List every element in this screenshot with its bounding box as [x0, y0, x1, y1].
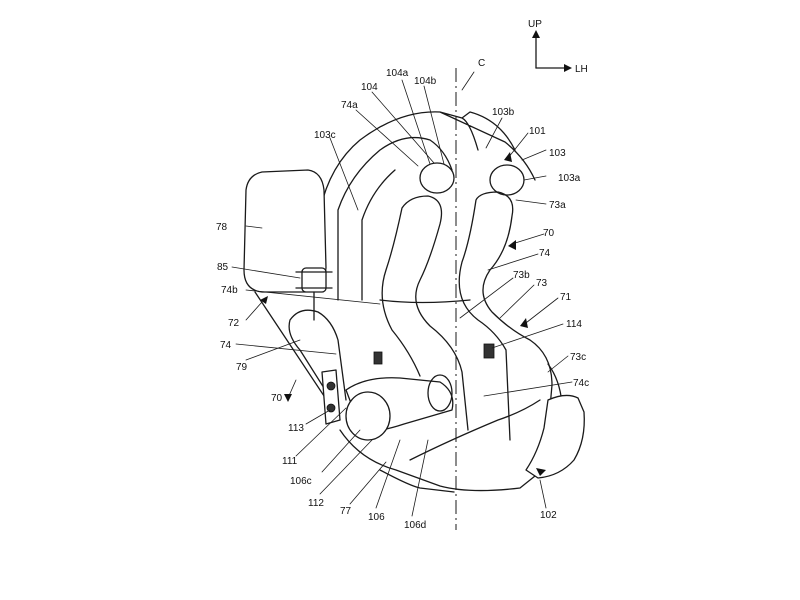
- label-113: 113: [288, 423, 304, 434]
- label-106d: 106d: [404, 520, 426, 531]
- frame-pipe-103c: [361, 169, 396, 301]
- arrow-70-icon: [508, 240, 516, 250]
- bracket-113: [321, 369, 341, 425]
- radiator-housing-inner: [337, 136, 453, 301]
- arrow-72-icon: [260, 296, 268, 304]
- up-label: UP: [528, 19, 542, 30]
- collector-seam: [379, 469, 455, 493]
- label-70-left: 70: [271, 393, 283, 404]
- direction-indicator: UP LH: [528, 19, 588, 75]
- arrow-71-icon: [520, 318, 528, 328]
- label-74-left: 74: [220, 340, 232, 351]
- pipe-106-end: [345, 374, 454, 441]
- label-103c: 103c: [314, 130, 336, 141]
- arrow-102-icon: [536, 468, 546, 476]
- label-111: 111: [282, 456, 298, 467]
- up-arrowhead-icon: [532, 30, 540, 38]
- mount-85: [295, 267, 333, 321]
- label-c: C: [478, 58, 485, 69]
- muffler-102: [525, 394, 585, 479]
- label-74-right: 74: [539, 248, 551, 259]
- label-85: 85: [217, 262, 229, 273]
- label-114: 114: [566, 319, 582, 330]
- label-79: 79: [236, 362, 248, 373]
- label-74b: 74b: [221, 285, 238, 296]
- lh-label: LH: [575, 64, 588, 75]
- fitting-114: [483, 343, 495, 359]
- label-74c: 74c: [573, 378, 589, 389]
- lh-arrowhead-icon: [564, 64, 572, 72]
- exhaust-pipe-74: [381, 195, 469, 431]
- label-73a: 73a: [549, 200, 566, 211]
- label-103b: 103b: [492, 107, 515, 118]
- label-101: 101: [529, 126, 546, 137]
- label-78: 78: [216, 222, 228, 233]
- label-73b: 73b: [513, 270, 530, 281]
- pipe-103a-end: [489, 164, 525, 196]
- exhaust-pipe-73: [458, 191, 553, 441]
- label-77: 77: [340, 506, 352, 517]
- label-71: 71: [560, 292, 572, 303]
- label-103a: 103a: [558, 173, 581, 184]
- label-106c: 106c: [290, 476, 312, 487]
- radiator-housing: [319, 111, 536, 291]
- arrow-70-left-icon: [284, 394, 292, 402]
- label-104: 104: [361, 82, 378, 93]
- leader-lines: [231, 71, 573, 517]
- label-70-right: 70: [543, 228, 555, 239]
- label-104a: 104a: [386, 68, 409, 79]
- label-102: 102: [540, 510, 557, 521]
- pipe-74b: [379, 299, 471, 304]
- label-73: 73: [536, 278, 548, 289]
- label-103: 103: [549, 148, 566, 159]
- pipe-104-end: [419, 162, 455, 194]
- collector-band: [409, 399, 541, 461]
- label-73c: 73c: [570, 352, 586, 363]
- reference-labels: C 104a 104 104b 74a 103b 101 103c 103 10…: [216, 58, 589, 531]
- label-112: 112: [308, 498, 324, 509]
- label-104b: 104b: [414, 76, 437, 87]
- arrow-101-icon: [504, 152, 512, 162]
- fitting-left: [373, 351, 383, 365]
- label-74a: 74a: [341, 100, 358, 111]
- label-72: 72: [228, 318, 240, 329]
- label-106: 106: [368, 512, 385, 523]
